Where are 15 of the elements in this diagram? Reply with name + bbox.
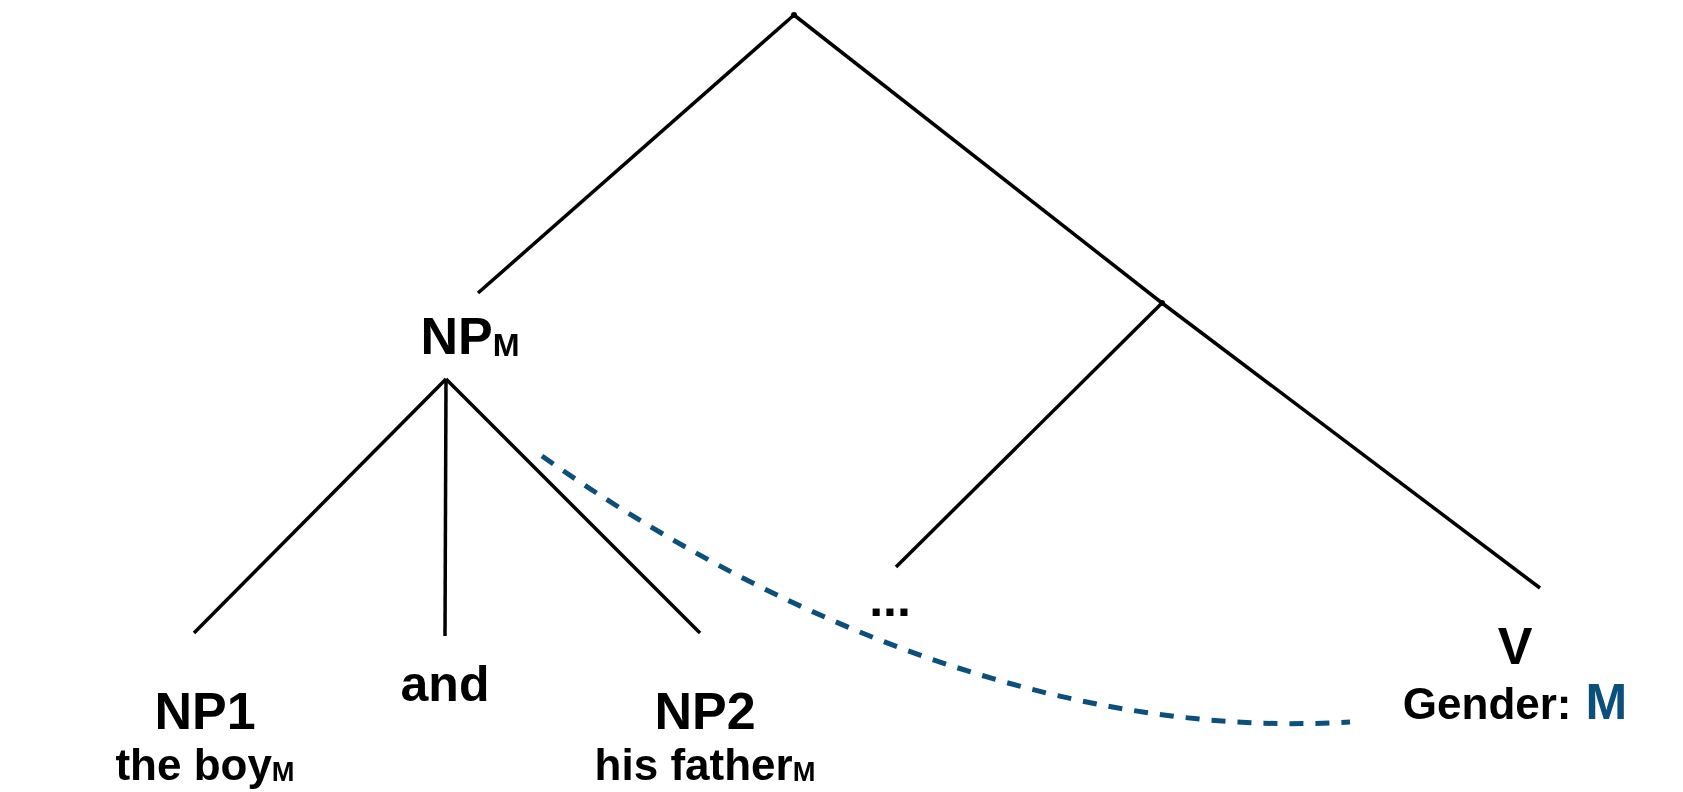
phrase-label: NP2 [654, 683, 756, 741]
tree-branch [443, 379, 448, 636]
branch-junction [1159, 300, 1165, 306]
word-label: and [400, 657, 490, 712]
agreement-line [540, 453, 1351, 726]
feature-label: Gender: [1402, 680, 1572, 729]
feature-value: M [1585, 675, 1628, 730]
tree-branch [894, 301, 1164, 569]
tree-branch [476, 13, 796, 295]
tree-branch [444, 377, 702, 635]
ellipsis-label: ... [869, 572, 911, 627]
category-label: V [1497, 617, 1533, 675]
tree-branch [192, 377, 448, 635]
phrase-label: NP1 [154, 683, 256, 741]
branch-junction [791, 12, 797, 18]
